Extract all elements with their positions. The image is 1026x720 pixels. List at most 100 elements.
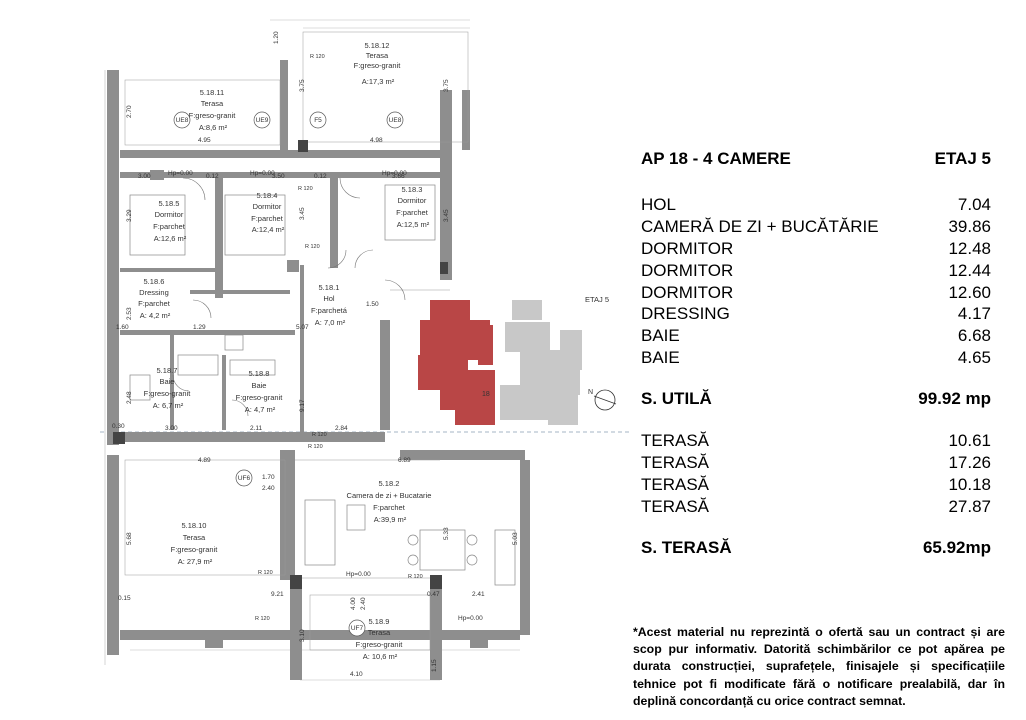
dimension-label: 2.84 [335,425,348,432]
useful-area-total: S. UTILĂ 99.92 mp [641,388,991,410]
key-plan-unit-highlight [418,300,495,425]
room-row: DORMITOR 12.44 [641,260,991,282]
room-5-18-7-label: 5.18.7 Baie F:greso-granit A: 6,7 m² [144,366,193,410]
dimension-label: 3.45 [299,207,306,220]
room-5-18-10-label: 5.18.10 Terasa F:greso-granit A: 27,9 m² [171,521,220,566]
room-5-18-1-label: 5.18.1 Hol F:parchetá A: 7,0 m² [311,283,349,327]
radius-label: R 120 [258,570,273,576]
dimension-label: 2.11 [250,425,263,432]
tag-uf7: UF7 [351,625,364,632]
room-5-18-9-label: 5.18.9 Terasa F:greso-granit A: 10,6 m² [356,617,405,661]
room-area: 6.68 [957,326,991,346]
room-row: DORMITOR 12.48 [641,238,991,260]
room-area: 4.17 [957,304,991,324]
floor-plan: 5.18.12 Terasa F:greso-granit A:17,3 m² … [100,19,630,681]
terrace-area-total: S. TERASĂ 65.92mp [641,537,991,559]
dimension-label: 2.70 [126,105,133,118]
dimension-label: 5.03 [512,532,519,545]
dimension-label: 4.10 [350,671,363,678]
room-name: DRESSING [641,304,730,324]
plan-doors [172,177,406,417]
radius-label: R 120 [312,432,327,438]
dimension-label: 4.95 [198,137,211,144]
room-row: DRESSING 4.17 [641,303,991,325]
dimension-label: 2.48 [126,391,133,404]
terrace-name: TERASĂ [641,431,710,451]
dimension-label: 9.21 [271,591,284,598]
dimension-label: 5.68 [126,532,133,545]
room-name: DORMITOR [641,260,734,280]
dimension-label: 2.40 [360,597,367,610]
dimension-label: 2.40 [262,485,275,492]
terrace-name: TERASĂ [641,474,710,494]
dimension-label: 1.20 [273,31,280,44]
summary-header: AP 18 - 4 CAMERE ETAJ 5 [641,148,991,170]
room-area: 12.48 [948,238,991,258]
room-area: 4.65 [957,348,991,368]
plan-tags [173,111,404,637]
dimension-label: 9.17 [299,399,306,412]
dimension-label: 0.12 [206,173,219,180]
tag-ue8-b: UE8 [389,117,402,124]
tag-f5: F5 [314,117,322,124]
key-plan-label: ETAJ 5 [585,295,609,304]
terrace-name: TERASĂ [641,496,710,516]
useful-area-value: 99.92 mp [918,389,991,409]
room-name: HOL [641,194,676,214]
terrace-area-label: S. TERASĂ [641,537,732,557]
room-name: DORMITOR [641,238,734,258]
room-area: 12.44 [948,260,991,280]
hp-level: Hp=0.00 [458,615,483,622]
radius-label: R 120 [310,54,325,60]
dimension-label: 4.98 [370,137,383,144]
key-plan-unit-number: 18 [482,391,490,398]
hp-level: Hp=0.00 [250,170,275,177]
room-5-18-11-label: 5.18.11 Terasa F:greso-granit A:8,6 m² [189,88,238,132]
plan-dimensions: 3.00 0.12 3.50 0.12 3.66 4.95 4.98 1.20 … [112,31,519,678]
hp-level: Hp=0.00 [346,571,371,578]
dimension-label: 0.47 [427,591,440,598]
plan-walls [107,60,530,680]
dimension-label: 3.66 [392,173,405,180]
tag-ue9: UE9 [256,117,269,124]
radius-label: R 120 [308,444,323,450]
plan-furniture [129,184,516,586]
dimension-label: 5.07 [296,324,309,331]
room-name: CAMERĂ DE ZI + BUCĂTĂRIE [641,216,879,236]
plan-column-markers [113,140,448,589]
terrace-name: TERASĂ [641,452,710,472]
dimension-label: 3.45 [443,209,450,222]
dimension-label: 2.41 [472,591,485,598]
tag-uf6: UF6 [238,475,251,482]
plan-thin-lines [124,31,469,651]
dimension-label: 6.89 [398,457,411,464]
disclaimer-text: *Acest material nu reprezintă o ofertă s… [633,625,1005,708]
radius-label: R 120 [255,616,270,622]
dimension-label: 3.00 [165,425,178,432]
terrace-area-value: 65.92mp [922,537,991,557]
dimension-label: 1.70 [262,474,275,481]
dimension-label: 0.30 [112,423,125,430]
hp-level: Hp=0.00 [382,170,407,177]
floor-title: ETAJ 5 [934,149,991,168]
dimension-label: 4.00 [350,597,357,610]
dimension-label: 2.53 [126,307,133,320]
dimension-label: 0.15 [118,595,131,602]
key-plan-other-units [500,300,582,425]
room-5-18-2-label: 5.18.2 Camera de zi + Bucatarie F:parche… [347,479,434,524]
useful-area-label: S. UTILĂ [641,389,712,409]
svg-text:N: N [588,389,593,396]
room-5-18-5-label: 5.18.5 Dormitor F:parchet A:12,6 m² [153,199,187,243]
room-5-18-4-label: 5.18.4 Dormitor F:parchet A:12,4 m² [251,191,285,234]
room-5-18-3-label: 5.18.3 Dormitor F:parchet A:12,5 m² [396,185,430,229]
apartment-title: AP 18 - 4 CAMERE [641,149,791,168]
dimension-label: 3.10 [299,629,306,642]
dimension-label: 5.33 [443,527,450,540]
dimension-label: 3.75 [299,79,306,92]
